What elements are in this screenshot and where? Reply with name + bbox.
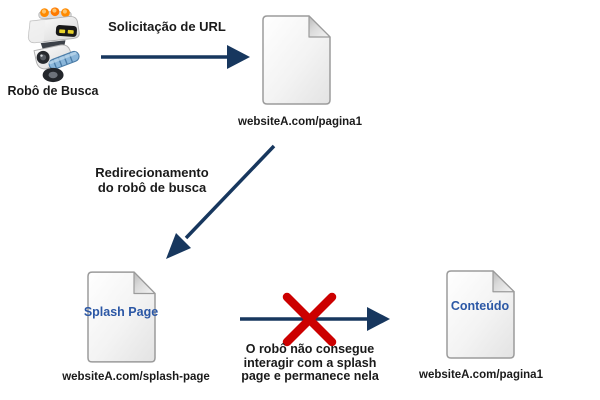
blocked-arrow-note-line1: O robô não consegue [245, 342, 375, 356]
redirect-arrow-label-line2: do robô de busca [97, 179, 207, 195]
doc-content-url: websiteA.com/pagina1 [419, 369, 543, 381]
doc-splash: Splash Page [82, 267, 160, 367]
redirect-arrow [166, 144, 276, 259]
redirect-arrow-label-line1: Redirecionamento [95, 165, 209, 180]
request-arrow [101, 45, 250, 69]
doc-pagina1-top [257, 11, 335, 109]
blocked-arrow-note: O robô não consegue interagir com a spla… [233, 342, 387, 384]
blocked-arrow-note-line2: interagir com a splash [243, 355, 377, 370]
doc-content: Conteúdo [441, 266, 519, 364]
redirect-arrow-label: Redirecionamento do robô de busca [88, 165, 216, 195]
document-icon [87, 271, 156, 363]
doc-content-title: Conteúdo [450, 299, 510, 313]
doc-splash-url: websiteA.com/splash-page [62, 371, 210, 383]
document-icon [262, 15, 331, 105]
blocked-arrow-note-line3: page e permanece nela [241, 369, 379, 383]
robot-label: Robô de Busca [7, 84, 99, 98]
document-icon [446, 270, 515, 359]
doc-splash-title: Splash Page [83, 305, 159, 319]
cross-icon [282, 292, 337, 347]
search-robot-icon [27, 7, 80, 83]
doc-pagina1-top-url: websiteA.com/pagina1 [238, 116, 362, 128]
request-arrow-label: Solicitação de URL [108, 19, 226, 34]
